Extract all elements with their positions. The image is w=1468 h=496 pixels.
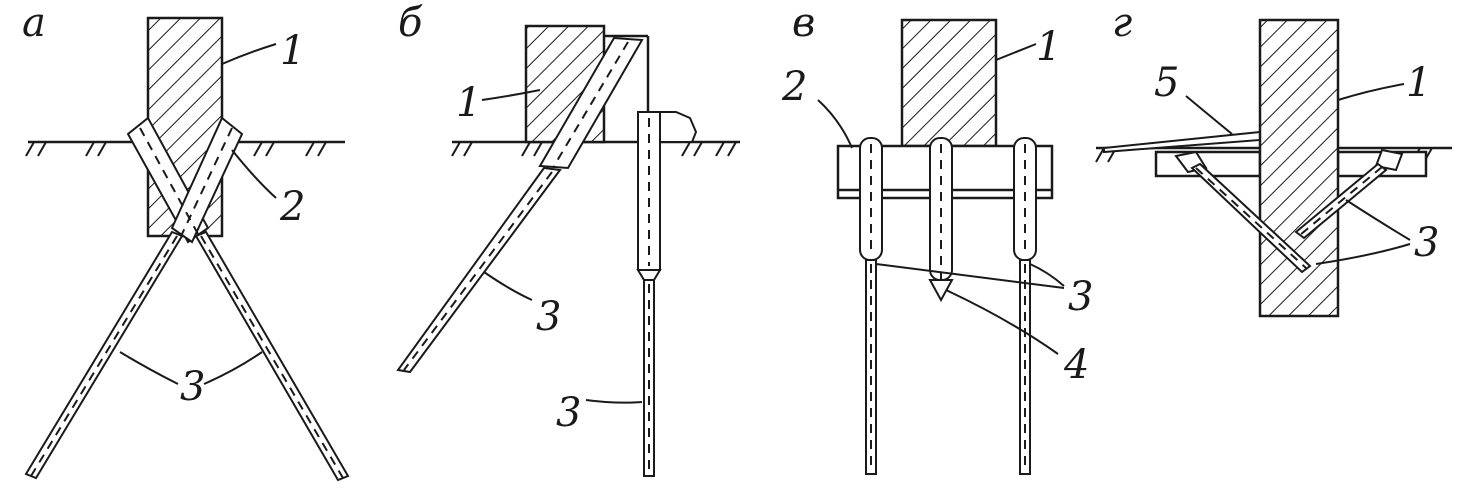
leader-3b <box>1315 243 1411 265</box>
wall-1 <box>900 18 998 148</box>
label-2: 2 <box>279 184 305 230</box>
leader-3b <box>1029 263 1065 287</box>
label-1: 1 <box>1036 24 1061 70</box>
rod-3-right <box>194 230 350 482</box>
label-5: 5 <box>1154 60 1179 106</box>
leader-1 <box>995 43 1037 61</box>
ground-hatching <box>1095 147 1433 163</box>
ground-hatching <box>451 141 737 157</box>
leader-1 <box>481 89 541 101</box>
panel-c-letter: в <box>792 0 815 46</box>
panel-a-letter: а <box>22 0 46 46</box>
panel-b: б 1 3 3 <box>396 0 740 477</box>
label-1: 1 <box>456 80 481 126</box>
panel-d-letter: г <box>1112 0 1132 46</box>
pile-thick-right <box>170 116 244 244</box>
panel-a: а 1 2 3 <box>22 0 350 482</box>
rod-3-left <box>24 230 184 480</box>
label-4: 4 <box>1063 342 1089 388</box>
panel-d: г 5 1 3 <box>1095 0 1452 318</box>
label-3: 3 <box>1414 220 1439 266</box>
leader-3a <box>119 351 179 385</box>
leader-1 <box>221 43 277 65</box>
leader-4 <box>945 289 1059 355</box>
leader-3b <box>203 351 263 385</box>
label-3b: 3 <box>556 390 581 436</box>
label-2: 2 <box>781 64 807 110</box>
wall-1 <box>1258 18 1340 318</box>
panel-b-letter: б <box>398 0 423 46</box>
label-3: 3 <box>1068 274 1093 320</box>
leader-2 <box>817 99 853 149</box>
label-1: 1 <box>1406 60 1431 106</box>
ground-hatching <box>25 141 327 157</box>
leader-3a <box>483 271 533 301</box>
label-3a: 3 <box>536 294 561 340</box>
leader-1 <box>1337 83 1405 101</box>
leader-3a <box>1345 199 1411 241</box>
panel-c: в 1 2 3 4 <box>781 0 1093 475</box>
label-3: 3 <box>180 364 205 410</box>
leader-3b <box>585 399 643 404</box>
leader-3a <box>875 263 1065 289</box>
label-1: 1 <box>280 28 305 74</box>
leader-5 <box>1185 95 1233 135</box>
rod-3-inclined <box>396 166 562 374</box>
leader-2 <box>231 149 277 199</box>
rod-3-vertical <box>643 279 655 477</box>
